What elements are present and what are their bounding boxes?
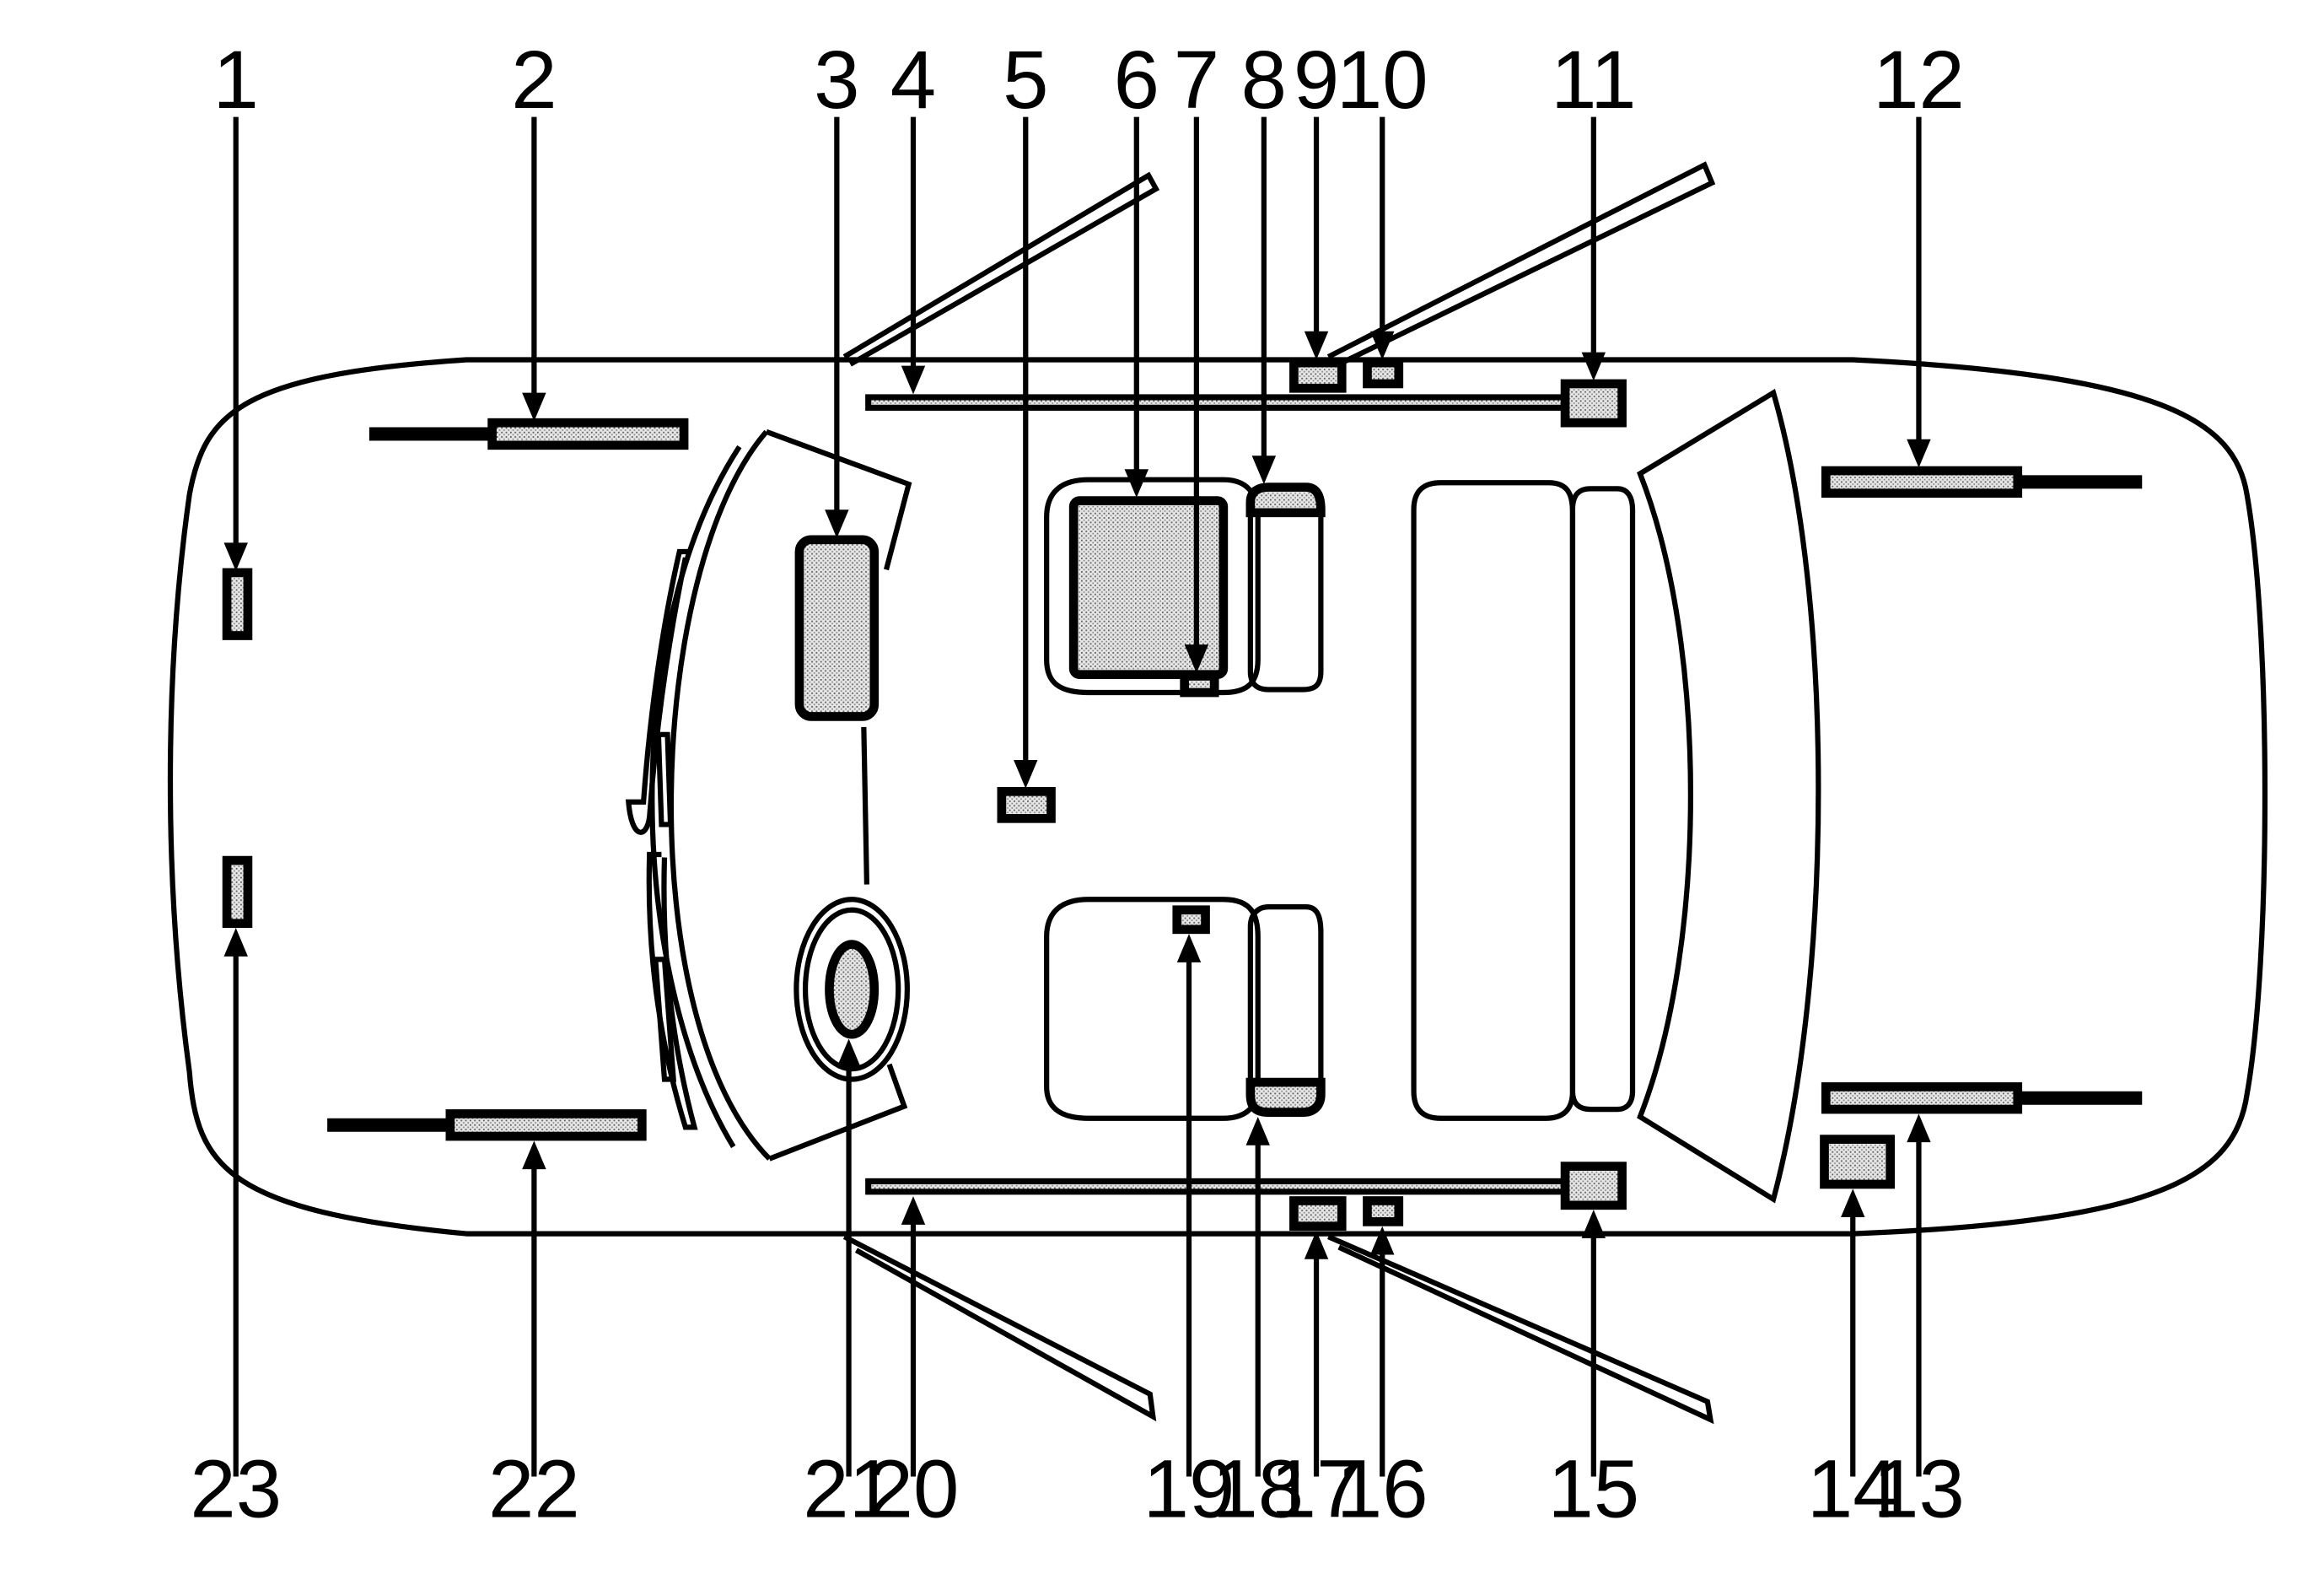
mirror-lines (842, 161, 1716, 1425)
leader-17 (1304, 1231, 1329, 1477)
callout-22: 22 (488, 1442, 580, 1534)
leader-10 (1370, 116, 1395, 360)
component-14 (1820, 1135, 1896, 1189)
component-18 (1245, 1077, 1326, 1117)
wiper-blades (625, 548, 698, 1130)
component-9 (1289, 358, 1347, 393)
leader-14 (1841, 1189, 1865, 1477)
leader-7 (1184, 116, 1209, 673)
vehicle-body (167, 357, 2268, 1237)
callout-10: 10 (1337, 34, 1428, 126)
component-16 (1363, 1196, 1404, 1226)
leader-5 (1014, 116, 1038, 789)
callout-17: 17 (1271, 1442, 1363, 1534)
leader-3 (825, 116, 849, 538)
component-13 (1821, 1082, 2143, 1114)
component-19 (1172, 905, 1210, 935)
leader-22 (522, 1140, 546, 1477)
component-20-15 (865, 1162, 1627, 1210)
callout-23: 23 (190, 1442, 282, 1534)
callout-labels: 1 2 3 4 5 6 7 8 9 10 11 12 23 22 21 20 1… (190, 34, 1964, 1535)
callout-21: 21 (803, 1442, 895, 1534)
callout-13: 13 (1873, 1442, 1965, 1534)
leader-20 (901, 1196, 926, 1477)
rear-window (1637, 388, 1821, 1204)
leader-lines (223, 116, 1931, 1477)
leader-8 (1251, 116, 1277, 485)
callout-3: 3 (814, 34, 859, 126)
callout-4: 4 (890, 34, 936, 126)
callout-5: 5 (1003, 34, 1048, 126)
component-21 (825, 940, 880, 1039)
callout-11: 11 (1551, 34, 1636, 126)
component-7 (1180, 671, 1219, 698)
callout-18: 18 (1212, 1442, 1304, 1534)
leader-9 (1304, 116, 1329, 360)
callout-14: 14 (1807, 1442, 1899, 1534)
leader-23 (223, 928, 248, 1477)
component-17 (1289, 1196, 1347, 1232)
callout-8: 8 (1241, 34, 1287, 126)
leader-2 (522, 116, 546, 422)
component-10 (1363, 358, 1404, 389)
callout-9: 9 (1294, 34, 1339, 126)
leader-13 (1907, 1113, 1931, 1477)
component-12 (1821, 466, 2143, 499)
steering-wheel (793, 897, 910, 1082)
components (222, 358, 2143, 1232)
component-8 (1245, 482, 1326, 518)
leader-12 (1907, 116, 1931, 468)
component-5 (997, 787, 1056, 823)
component-2 (369, 418, 689, 450)
component-4 (865, 379, 1627, 428)
leader-21 (837, 1038, 861, 1477)
component-1 (222, 568, 253, 640)
callout-1: 1 (213, 34, 259, 126)
component-6 (1068, 496, 1229, 680)
leader-15 (1581, 1210, 1606, 1477)
rear-seat (1411, 480, 1636, 1121)
callout-2: 2 (511, 34, 557, 126)
callout-16: 16 (1337, 1442, 1428, 1534)
leader-6 (1124, 116, 1149, 499)
leader-18 (1245, 1116, 1270, 1477)
callout-20: 20 (868, 1442, 960, 1534)
component-22 (327, 1109, 647, 1141)
callout-19: 19 (1143, 1442, 1235, 1534)
leader-1 (223, 116, 248, 572)
leader-19 (1176, 934, 1202, 1477)
component-3 (794, 535, 880, 721)
leader-16 (1370, 1226, 1395, 1477)
component-23 (222, 855, 253, 929)
callout-15: 15 (1547, 1442, 1639, 1534)
callout-6: 6 (1114, 34, 1159, 126)
callout-7: 7 (1174, 34, 1219, 126)
leader-4 (901, 116, 926, 395)
callout-12: 12 (1873, 34, 1965, 126)
leader-11 (1581, 116, 1606, 381)
